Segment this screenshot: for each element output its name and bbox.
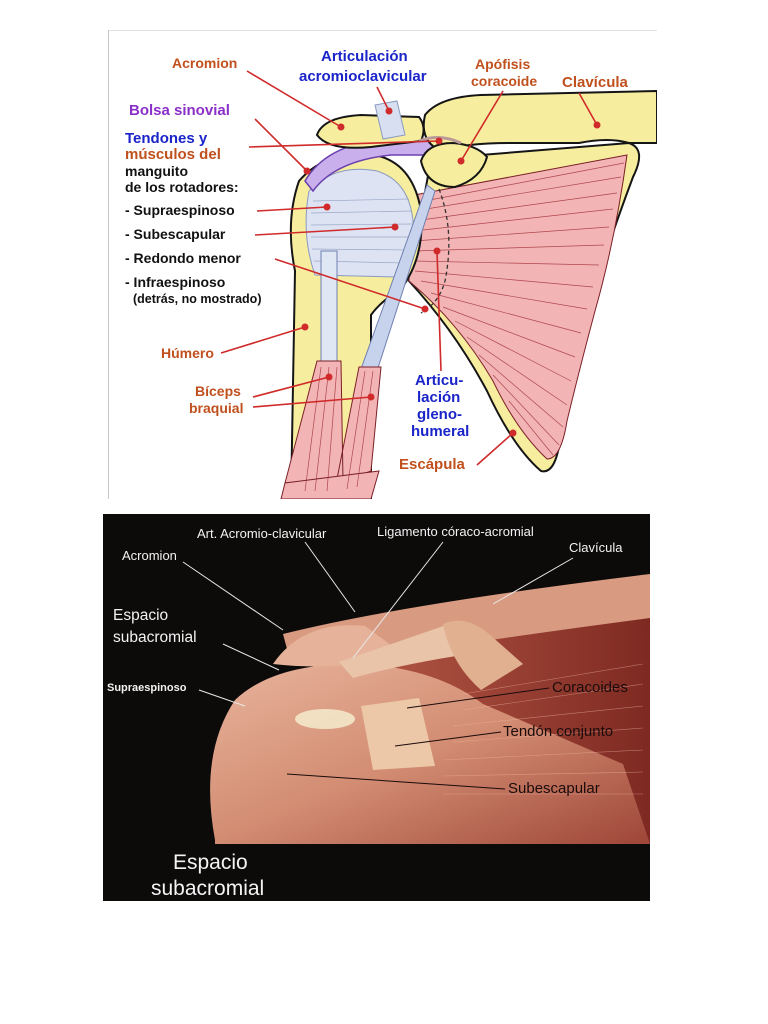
label-manguito-2: de los rotadores: xyxy=(125,179,239,195)
label-infraespinoso-note: (detrás, no mostrado) xyxy=(133,292,262,306)
dissection-photo-svg: Art. Acromio-clavicular Ligamento córaco… xyxy=(107,524,650,900)
subscapularis-muscle xyxy=(408,154,628,460)
biceps-short-head-tendon xyxy=(320,250,338,362)
subacromial-gap xyxy=(295,709,355,729)
photo-label-ligamento: Ligamento córaco-acromial xyxy=(377,524,534,539)
subscapularis-fibers xyxy=(413,162,625,456)
label-acromion: Acromion xyxy=(172,55,237,71)
label-biceps-2: braquial xyxy=(189,400,243,416)
photo-label-tendon-conjunto: Tendón conjunto xyxy=(503,723,613,740)
biceps-fibers xyxy=(304,366,374,492)
label-gleno-1: Articu- xyxy=(415,372,463,389)
label-supraespinoso: - Supraespinoso xyxy=(125,202,235,218)
label-ac-joint-2: acromioclavicular xyxy=(299,68,427,85)
photo-label-clavicula: Clavícula xyxy=(569,540,623,555)
ac-joint xyxy=(374,100,406,140)
label-infraespinoso: - Infraespinoso xyxy=(125,274,225,290)
muscle-striations xyxy=(442,663,644,795)
photo-label-espacio-2: subacromial xyxy=(113,629,197,646)
label-tendones-2: músculos del xyxy=(125,146,221,163)
label-clavicula: Clavícula xyxy=(562,74,629,91)
label-biceps-1: Bíceps xyxy=(195,383,241,399)
label-subescapular: - Subescapular xyxy=(125,226,226,242)
label-redondo-menor: - Redondo menor xyxy=(125,250,241,266)
photo-label-acromion: Acromion xyxy=(122,548,177,563)
biceps-lower xyxy=(280,470,380,499)
label-ac-joint-1: Articulación xyxy=(321,48,408,65)
photo-caption-1: Espacio xyxy=(173,851,248,874)
coracoacromial-ligament xyxy=(339,622,469,678)
shoulder-anatomy-diagram: Acromion Articulación acromioclavicular … xyxy=(108,30,657,499)
label-apofisis-2: coracoide xyxy=(471,73,537,89)
shoulder-diagram-svg: Acromion Articulación acromioclavicular … xyxy=(125,48,657,499)
photo-label-subescapular: Subescapular xyxy=(508,780,600,797)
label-bolsa-sinovial: Bolsa sinovial xyxy=(129,102,230,119)
coracoid-tissue xyxy=(443,620,523,690)
label-gleno-4: humeral xyxy=(411,423,469,440)
label-escapula: Escápula xyxy=(399,456,466,473)
photo-caption-2: subacromial xyxy=(151,877,264,900)
photo-label-art-ac: Art. Acromio-clavicular xyxy=(197,526,327,541)
coracoid-process xyxy=(419,141,489,189)
leader-lines xyxy=(220,70,601,466)
rotator-cuff-fibers xyxy=(310,198,413,264)
photo-label-coracoides: Coracoides xyxy=(552,679,628,696)
coracoacromial-ligament xyxy=(418,136,462,145)
label-gleno-3: gleno- xyxy=(417,406,462,423)
label-manguito-1: manguito xyxy=(125,163,188,179)
glenoid-outline xyxy=(420,188,450,314)
photo-leader-lines xyxy=(182,541,574,790)
photo-label-supraespinoso: Supraespinoso xyxy=(107,682,187,694)
shoulder-dissection-photo: Art. Acromio-clavicular Ligamento córaco… xyxy=(103,514,650,901)
label-tendones-1: Tendones y xyxy=(125,130,208,147)
label-humero: Húmero xyxy=(161,345,214,361)
label-apofisis-1: Apófisis xyxy=(475,56,530,72)
conjoint-tendon xyxy=(361,698,435,770)
photo-label-espacio-1: Espacio xyxy=(113,607,168,624)
label-gleno-2: lación xyxy=(417,389,460,406)
